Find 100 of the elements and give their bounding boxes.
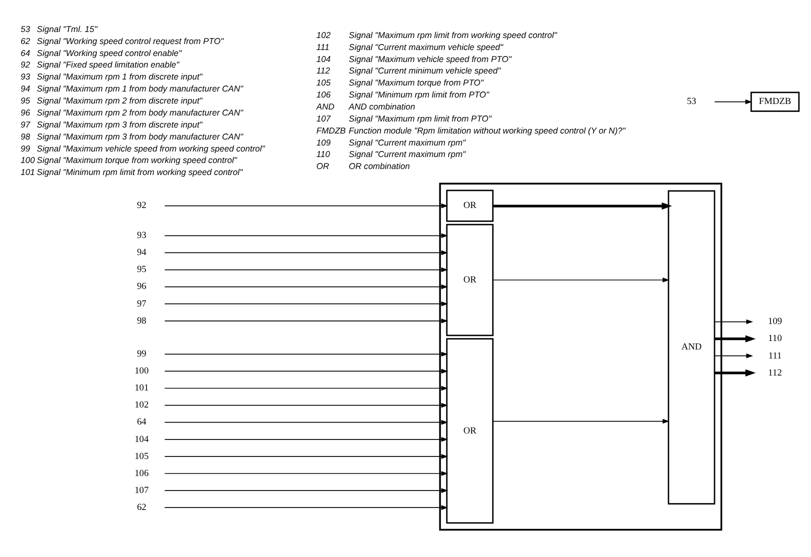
label: 104 xyxy=(316,54,331,64)
node-text: 93 xyxy=(136,231,146,242)
arrow xyxy=(714,353,754,358)
label: 99 xyxy=(20,143,30,154)
node-text: 104 xyxy=(134,434,149,445)
node-text: 112 xyxy=(768,368,782,378)
label: Signal "Current maximum rpm" xyxy=(348,137,466,148)
label: 105 xyxy=(316,78,331,88)
label: 93 xyxy=(20,72,30,82)
arrow xyxy=(164,402,448,408)
arrow xyxy=(164,267,448,272)
label: 112 xyxy=(316,66,330,76)
arrow xyxy=(164,250,448,256)
label: Signal "Maximum rpm 3 from body manufacturer CAN" xyxy=(36,131,244,142)
label: Signal "Minimum rpm limit from working speed control" xyxy=(36,167,243,178)
node-text: 96 xyxy=(136,282,146,292)
label: Signal "Current minimum vehicle speed" xyxy=(348,66,501,76)
label: Signal "Working speed control enable" xyxy=(36,48,182,58)
arrow xyxy=(492,418,670,424)
arrow xyxy=(164,505,448,510)
arrow xyxy=(164,386,448,391)
node-text: 106 xyxy=(134,468,149,479)
label: 64 xyxy=(20,48,30,58)
label: 95 xyxy=(20,96,30,106)
arrow xyxy=(714,319,754,324)
label: 106 xyxy=(316,90,331,100)
label: Signal "Maximum rpm limit from PTO" xyxy=(348,113,492,124)
node-text: 105 xyxy=(134,452,149,462)
label: 110 xyxy=(316,149,330,160)
arrow xyxy=(164,454,448,459)
arrow xyxy=(164,471,448,476)
node-text: 100 xyxy=(134,366,149,377)
arrow xyxy=(164,318,448,324)
label: Signal "Maximum torque from PTO" xyxy=(348,78,484,88)
label: 100 xyxy=(20,155,35,166)
label: Signal "Current maximum vehicle speed" xyxy=(348,42,504,52)
node-text: 95 xyxy=(136,265,146,276)
label: OR xyxy=(316,161,330,172)
node-box: AND xyxy=(668,190,716,504)
node-text: 97 xyxy=(136,299,146,310)
label: 109 xyxy=(316,137,331,148)
label: OR combination xyxy=(348,161,410,172)
arrow xyxy=(714,335,756,342)
label: Signal "Maximum rpm 1 from discrete input" xyxy=(36,72,202,82)
label: 107 xyxy=(316,113,331,124)
node-text: 94 xyxy=(136,248,146,258)
arrow xyxy=(714,99,752,104)
label: Signal "Maximum rpm 2 from body manufacturer CAN" xyxy=(36,107,244,118)
label: 96 xyxy=(20,107,30,118)
label: Signal "Maximum vehicle speed from PTO" xyxy=(348,54,512,64)
arrow xyxy=(164,203,448,208)
node-text: 102 xyxy=(134,400,149,411)
arrow xyxy=(164,437,448,442)
label: 101 xyxy=(20,167,35,178)
arrow xyxy=(164,420,448,425)
arrow xyxy=(164,233,448,238)
arrow xyxy=(164,488,448,493)
label: Function module "Rpm limitation without working speed control (Y or N)?" xyxy=(348,125,626,136)
node-text: 99 xyxy=(136,350,146,360)
label: Signal "Maximum rpm 1 from body manufacturer CAN" xyxy=(36,84,244,94)
node-box: OR xyxy=(446,224,494,336)
label: 62 xyxy=(20,36,30,46)
label: 92 xyxy=(20,60,30,70)
arrow xyxy=(164,301,448,306)
label: FMDZB xyxy=(316,125,346,136)
label: AND xyxy=(316,101,334,112)
node-box: OR xyxy=(446,338,494,524)
node-text: 107 xyxy=(134,486,149,496)
label: 94 xyxy=(20,84,30,94)
node-text: 53 xyxy=(686,97,696,108)
label: Signal "Working speed control request from PTO" xyxy=(36,36,224,46)
label: 97 xyxy=(20,119,30,130)
node-box: FMDZB xyxy=(750,92,800,112)
label: Signal "Minimum rpm limit from PTO" xyxy=(348,90,490,100)
label: Signal "Maximum torque from working speed control" xyxy=(36,155,237,166)
node-text: 62 xyxy=(136,502,146,513)
label: Signal "Tml. 15" xyxy=(36,24,98,34)
arrow xyxy=(164,368,448,374)
arrow xyxy=(714,369,756,376)
node-text: 92 xyxy=(136,201,146,212)
label: Signal "Maximum vehicle speed from working speed control" xyxy=(36,143,265,154)
node-text: 111 xyxy=(768,351,782,362)
label: Signal "Maximum rpm limit from working speed control" xyxy=(348,30,557,40)
arrow xyxy=(164,284,448,290)
label: Signal "Fixed speed limitation enable" xyxy=(36,60,180,70)
node-box: OR xyxy=(446,190,494,222)
label: 102 xyxy=(316,30,331,40)
label: AND combination xyxy=(348,101,416,112)
arrow xyxy=(493,202,672,210)
label: 111 xyxy=(316,42,330,52)
label: Signal "Current maximum rpm" xyxy=(348,149,466,160)
node-text: 109 xyxy=(768,317,782,328)
label: Signal "Maximum rpm 2 from discrete input" xyxy=(36,96,202,106)
node-text: 98 xyxy=(136,316,146,326)
label: 98 xyxy=(20,131,30,142)
label: 53 xyxy=(20,24,30,34)
node-text: 101 xyxy=(134,384,149,394)
node-text: 64 xyxy=(136,418,146,428)
arrow xyxy=(492,278,670,282)
label: Signal "Maximum rpm 3 from discrete input" xyxy=(36,119,202,130)
